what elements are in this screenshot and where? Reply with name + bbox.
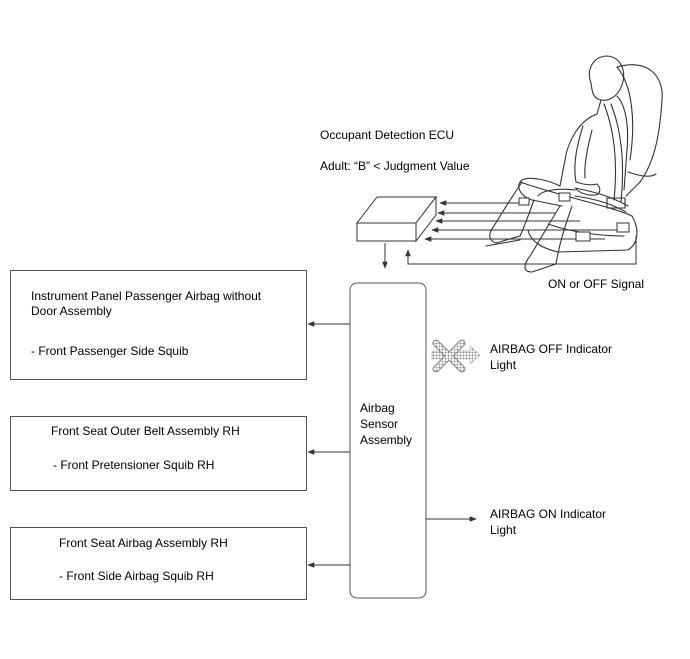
sensor-label-line: Airbag <box>360 401 395 415</box>
airbag-off-indicator-label: Light <box>490 358 517 372</box>
seat-weight-sensors <box>518 192 630 242</box>
airbag-off-indicator-label: AIRBAG OFF Indicator <box>490 342 613 356</box>
sensor-to-output-arrows <box>307 321 350 568</box>
output-box-passenger-airbag: Instrument Panel Passenger Airbag withou… <box>10 270 307 380</box>
airbag-off-indicator-arrow-disabled <box>431 339 481 373</box>
ecu-condition: Adult: “B” < Judgment Value <box>320 159 470 173</box>
output-box-squib: - Front Side Airbag Squib RH <box>59 569 214 583</box>
seat-sensor-signal-lines <box>424 200 622 242</box>
airbag-on-indicator-label: AIRBAG ON Indicator <box>490 507 607 521</box>
sensor-label-line: Assembly <box>360 433 413 447</box>
output-box-title: Front Seat Outer Belt Assembly RH <box>51 424 240 438</box>
sensor-label-line: Sensor <box>360 417 399 431</box>
output-box-squib: - Front Pretensioner Squib RH <box>53 458 215 472</box>
seated-occupant-illustration <box>485 55 663 273</box>
output-box-seat-airbag: Front Seat Airbag Assembly RH - Front Si… <box>10 527 307 600</box>
airbag-sensor-assembly-box <box>349 282 427 599</box>
on-off-signal-path <box>405 236 637 265</box>
ecu-title: Occupant Detection ECU <box>320 128 455 142</box>
on-off-signal-label: ON or OFF Signal <box>548 277 645 291</box>
airbag-on-indicator-label: Light <box>490 523 517 537</box>
output-box-title: Front Seat Airbag Assembly RH <box>59 536 228 550</box>
output-box-squib: - Front Passenger Side Squib <box>31 344 189 358</box>
output-box-line: Instrument Panel Passenger Airbag withou… <box>31 289 262 303</box>
output-box-outer-belt: Front Seat Outer Belt Assembly RH - Fron… <box>10 416 307 491</box>
output-box-line: Door Assembly <box>31 304 112 318</box>
occupant-detection-ecu-block <box>355 195 438 243</box>
